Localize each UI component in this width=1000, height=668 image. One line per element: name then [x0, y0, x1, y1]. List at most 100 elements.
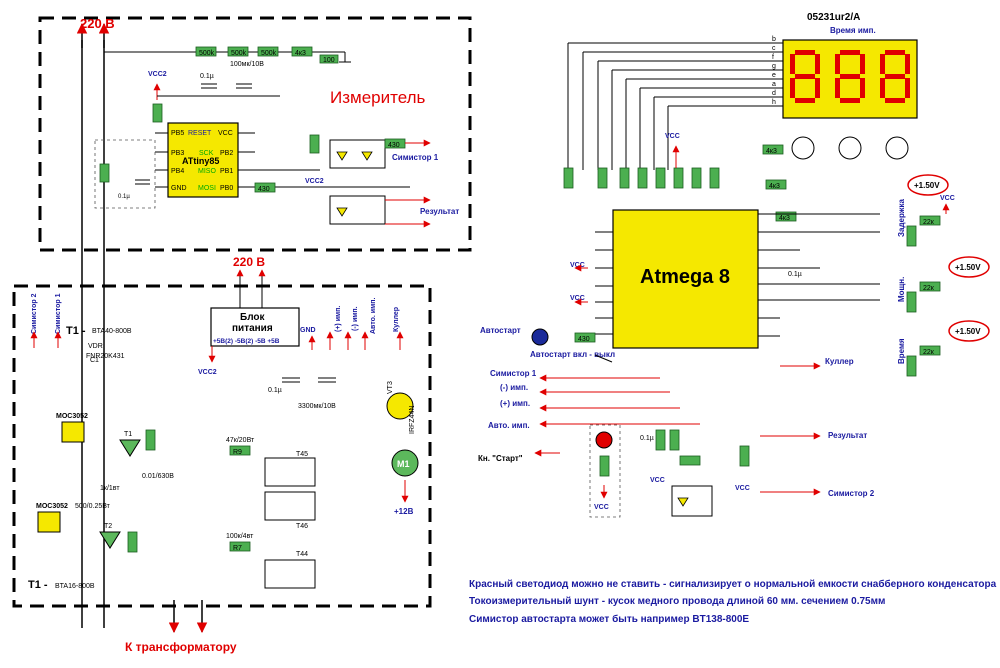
- vdr-label: VDR: [88, 343, 103, 350]
- c001-label: 0.01/630В: [142, 473, 174, 480]
- delay-label: Задержка: [897, 199, 906, 237]
- triac-t2: [99, 531, 121, 549]
- to-transformer-label: К трансформатору: [125, 640, 237, 654]
- attiny85-chip: [167, 122, 239, 198]
- svg-text:430: 430: [258, 186, 270, 193]
- v150-label-3: +1.50V: [955, 327, 981, 336]
- svg-text:b: b: [772, 36, 776, 43]
- t1-b-part: BTA16-800B: [55, 583, 95, 590]
- resistor-500k-2: 500k: [227, 46, 249, 57]
- svg-text:500k: 500k: [261, 50, 277, 57]
- note-2: Токоизмерительный шунт - кусок медного п…: [469, 596, 885, 607]
- r500-label: 500/0.25Вт: [75, 503, 111, 510]
- resistor-r7: [229, 541, 251, 552]
- result-label-top: Результат: [420, 207, 459, 216]
- attiny85-label: ATtiny85: [182, 156, 219, 166]
- pin-pb4: PB4: [171, 168, 184, 175]
- note-1: Красный светодиод можно не ставить - сиг…: [469, 578, 997, 590]
- vcc-label-right: VCC: [940, 195, 955, 202]
- v150-badge-2: [948, 256, 990, 278]
- pin-pb5: PB5: [171, 130, 184, 137]
- resistor-4k3-mid: [655, 429, 666, 451]
- digit-1: [790, 50, 820, 103]
- t45-label: T45: [296, 451, 308, 458]
- controller-block: 05231ur2/A Время имп. b: [478, 12, 990, 518]
- resistor-1k-led: [599, 455, 610, 477]
- v150-badge-3: [948, 320, 990, 342]
- r1k1-label: 1к/1вт: [100, 485, 120, 492]
- autostart-label: Автостарт: [480, 326, 521, 335]
- psu-title-1: Блок: [240, 312, 266, 323]
- resistor-39-lower: [127, 531, 138, 553]
- display-time: Время имп.: [830, 26, 876, 35]
- power-label: Мощн.: [897, 277, 906, 302]
- cap-label: 100мк/10В: [230, 61, 264, 68]
- svg-text:h: h: [772, 99, 776, 106]
- note-3: Симистор автостарта может быть например …: [469, 613, 749, 625]
- vcc2-label-psu: VCC2: [198, 369, 217, 376]
- power-block: Блок питания +5В(2) -5В(2) -5В +5В 220 В…: [12, 255, 432, 654]
- svg-text:4к3: 4к3: [295, 50, 306, 57]
- psu-rails: +5В(2) -5В(2) -5В +5В: [213, 338, 280, 345]
- motor-m1: [391, 449, 419, 477]
- auto-imp-label: Авто. имп.: [370, 298, 377, 334]
- simistor2-label-right: Симистор 2: [828, 489, 875, 498]
- vcc2-label-opto: VCC2: [305, 178, 324, 185]
- cap-01u-psu: 0.1µ: [268, 387, 282, 394]
- svg-text:a: a: [772, 81, 776, 88]
- transistor-3: [885, 136, 909, 160]
- result-label-right: Результат: [828, 431, 867, 440]
- auto-imp-right: Авто. имп.: [488, 421, 530, 430]
- v150-label-2: +1.50V: [955, 263, 981, 272]
- r47k-label: 47к/20Вт: [226, 437, 255, 444]
- meter-block: Измеритель 220 В 500k 500k 500k 4к3 100 …: [38, 16, 472, 628]
- svg-text:R9: R9: [233, 449, 242, 456]
- indicator-area: [589, 424, 621, 518]
- svg-text:500k: 500k: [199, 50, 215, 57]
- vcc-label-led: VCC: [594, 504, 609, 511]
- svg-text:R7: R7: [233, 545, 242, 552]
- opto-result: [329, 195, 386, 225]
- svg-text:500k: 500k: [231, 50, 247, 57]
- resistor-4k3-t3: [775, 211, 797, 222]
- opto-t46: [264, 491, 316, 521]
- moc3052-2: [37, 511, 61, 533]
- minus-imp-label: (-) имп.: [352, 306, 359, 331]
- display-part: 05231ur2/A: [807, 12, 860, 23]
- red-led: [595, 431, 613, 449]
- resistor-500k-1: 500k: [195, 46, 217, 57]
- simistor1-label-top: Симистор 1: [392, 153, 439, 162]
- minus-imp-right: (-) имп.: [500, 383, 528, 392]
- vcc2-label-top: VCC2: [148, 71, 167, 78]
- mains-label-top: 220 В: [80, 16, 115, 31]
- atmega8-chip: [612, 209, 759, 349]
- svg-text:100: 100: [323, 57, 335, 64]
- svg-text:g: g: [772, 63, 776, 70]
- t1-b-label: T1 -: [28, 579, 48, 591]
- cap-01u-led: 0.1µ: [640, 435, 654, 442]
- svg-text:c: c: [772, 45, 776, 52]
- cap-01u-1: 0.1µ: [200, 73, 214, 80]
- svg-text:4к3: 4к3: [766, 148, 777, 155]
- t1-a-part: BTA40-800B: [92, 328, 132, 335]
- svg-text:22к: 22к: [923, 219, 935, 226]
- cooler-label-right: Куллер: [825, 357, 854, 366]
- moc2-label: MOC3052: [36, 503, 68, 510]
- resistor-1k-mid: [679, 455, 701, 466]
- cap-3300u: 3300мк/10В: [298, 403, 336, 410]
- mcu-right-pins: [758, 213, 880, 337]
- resistor-430-2: [254, 182, 276, 193]
- pin-pb0: PB0: [220, 185, 233, 192]
- triac-t1-upper: [119, 439, 141, 457]
- m1-label: M1: [397, 459, 410, 469]
- opto-t45: [264, 457, 316, 487]
- resistor-r9: [229, 445, 251, 456]
- shunt-area: [94, 139, 156, 209]
- resistor-4k3-t2: [765, 179, 787, 190]
- resistor-10k-mid: [669, 429, 680, 451]
- t44-label: T44: [296, 551, 308, 558]
- opto-t44: [264, 559, 316, 589]
- plus-imp-right: (+) имп.: [500, 399, 530, 408]
- psu-box: [210, 307, 300, 347]
